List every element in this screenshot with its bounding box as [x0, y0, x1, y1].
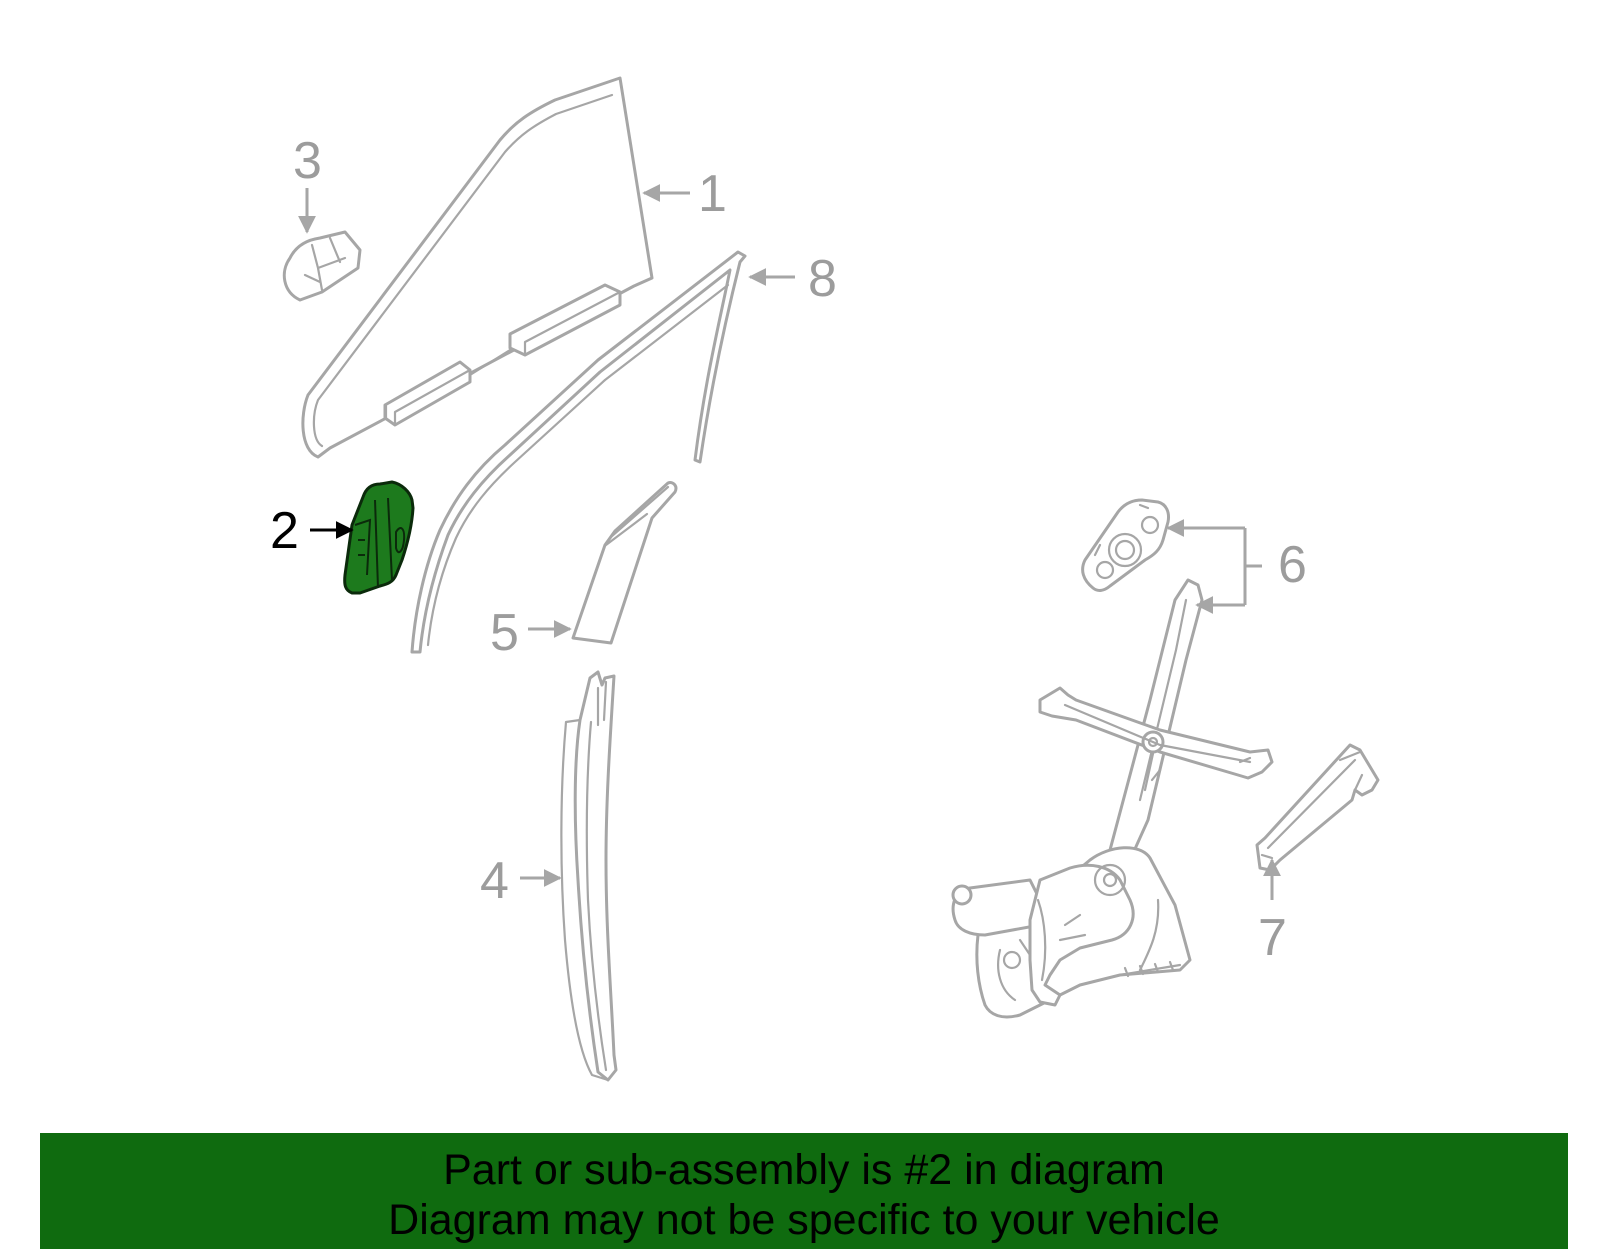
- part-6-plate: [1081, 498, 1170, 592]
- part-2-highlighted: [343, 480, 415, 595]
- callout-3: 3: [293, 132, 322, 234]
- callout-7: 7: [1258, 858, 1287, 967]
- banner-line-2: Diagram may not be specific to your vehi…: [388, 1196, 1220, 1244]
- part-1-door-glass: [301, 76, 654, 459]
- callout-3-label: 3: [293, 132, 322, 190]
- callout-8-label: 8: [808, 250, 837, 308]
- callout-4: 4: [480, 852, 562, 910]
- window-regulator: [951, 578, 1274, 1019]
- callout-4-label: 4: [480, 852, 509, 910]
- part-4-rear-channel: [560, 670, 618, 1082]
- callout-5: 5: [490, 604, 572, 662]
- part-3-clip: [282, 230, 362, 302]
- callout-2-label: 2: [270, 502, 299, 560]
- callout-8: 8: [748, 250, 837, 308]
- part-7-guide: [1255, 743, 1380, 872]
- callout-1-label: 1: [698, 165, 727, 223]
- part-8-run-channel: [410, 250, 747, 654]
- part-5-trim: [571, 481, 678, 645]
- callout-6-label: 6: [1278, 536, 1307, 594]
- callout-2: 2: [270, 502, 354, 560]
- callout-6: 6: [1166, 519, 1307, 614]
- banner-line-1: Part or sub-assembly is #2 in diagram: [443, 1146, 1165, 1194]
- callout-5-label: 5: [490, 604, 519, 662]
- callout-7-label: 7: [1258, 909, 1287, 967]
- info-banner: Part or sub-assembly is #2 in diagram Di…: [40, 1133, 1568, 1249]
- callout-1: 1: [642, 165, 727, 223]
